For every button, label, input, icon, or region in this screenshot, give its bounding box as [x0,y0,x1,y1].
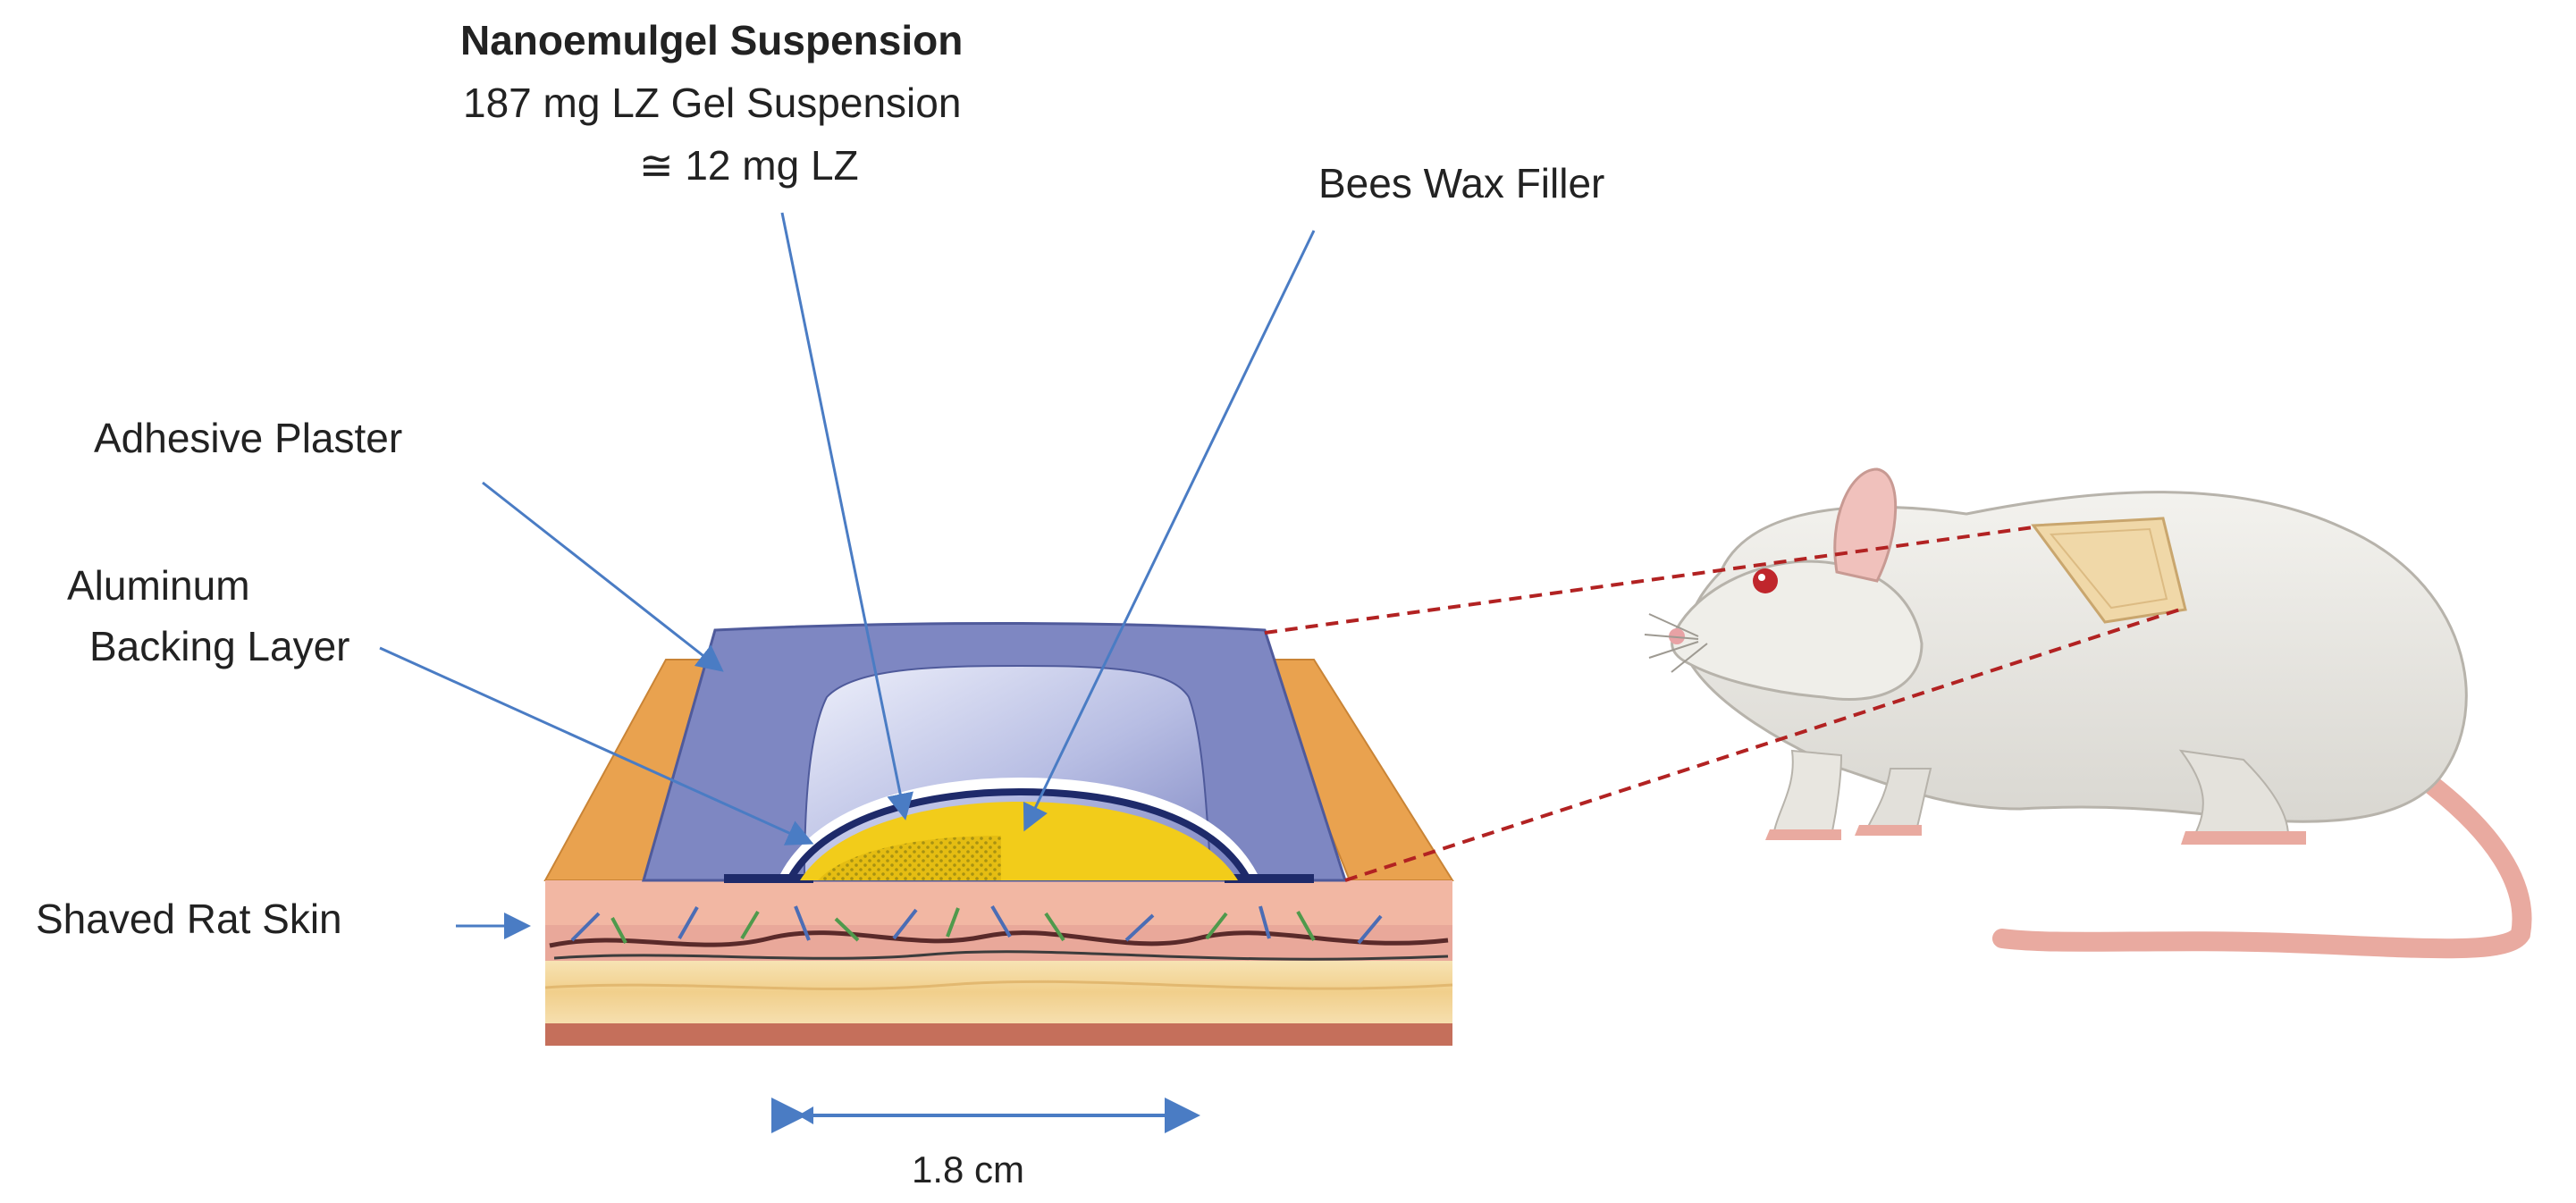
scale-label: 1.8 cm [912,1148,1025,1190]
reservoir [724,777,1314,883]
rat-whiskers [1644,613,1708,673]
skin-block [543,659,1454,1046]
rat-ear [1833,467,1898,583]
aluminum-label: Aluminum [67,562,250,609]
rat-tail [1992,768,2532,959]
blood-vessels [549,930,1449,948]
gel-suspension [818,836,1001,880]
fat-layer [545,961,1452,1023]
adhesive-plaster-label: Adhesive Plaster [94,415,403,461]
rat-front-leg [1772,749,1843,832]
arrow-adhesive-plaster [482,481,724,672]
shaved-rat-skin-label: Shaved Rat Skin [36,896,342,942]
pointer-arrows [379,212,1316,939]
muscle-layer [545,1023,1452,1046]
rat-eye [1753,568,1778,593]
rat-head [1671,559,1924,701]
nanoemulgel-lz-amount: ≅ 12 mg LZ [639,142,859,189]
arrow-nanoemulgel [780,212,913,820]
scale-bar [771,1098,1200,1133]
backing-layer-label: Backing Layer [89,623,350,669]
arrow-aluminum [379,646,814,845]
arrow-bees-wax [1023,230,1316,832]
nanoemulgel-title: Nanoemulgel Suspension [460,17,964,63]
rat-patch [2031,517,2187,624]
magnification-lines [1264,526,2186,882]
nanoemulgel-dose: 187 mg LZ Gel Suspension [463,80,962,126]
bees-wax-label: Bees Wax Filler [1318,160,1605,206]
rat-illustration [1644,467,2532,959]
